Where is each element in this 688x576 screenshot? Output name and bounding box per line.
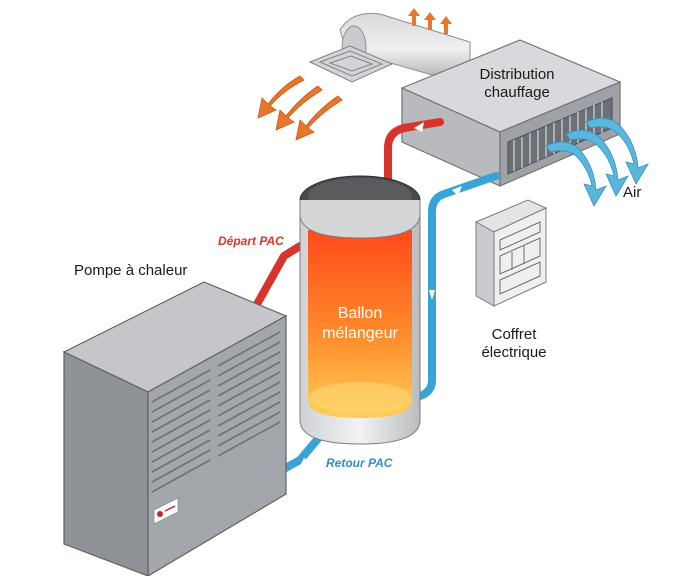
- warm-air-arrow-icon: [257, 75, 343, 141]
- electrical-box: [474, 199, 548, 307]
- electrical-box-label: Coffret électrique: [464, 326, 564, 362]
- mixing-tank: [299, 175, 421, 445]
- distribution-unit: [400, 39, 622, 187]
- retour-pac-label: Retour PAC: [326, 456, 393, 470]
- distribution-label-line1: Distribution: [479, 66, 555, 83]
- heat-pump-label: Pompe à chaleur: [74, 262, 188, 279]
- flow-arrow-icon: [414, 122, 424, 132]
- cool-air-arrow-icon: [545, 117, 649, 207]
- tank-label-line1: Ballon: [337, 305, 383, 322]
- air-label: Air: [623, 184, 642, 201]
- tank-label-line2: mélangeur: [322, 325, 398, 342]
- logo-badge-icon: [153, 497, 179, 525]
- ceiling-diffuser-icon: [308, 45, 394, 83]
- flow-arrow-icon-return: [300, 186, 462, 466]
- distribution-label-line2: chauffage: [484, 84, 550, 101]
- distribution-label: Distribution chauffage: [452, 66, 582, 102]
- electrical-box-label-line2: électrique: [481, 344, 547, 361]
- warm-air-arrow-small: [408, 8, 452, 34]
- tank-label: Ballon mélangeur: [300, 304, 420, 344]
- depart-pac-label: Départ PAC: [218, 234, 284, 248]
- electrical-box-label-line1: Coffret: [491, 326, 537, 343]
- heat-pump-unit: [62, 281, 288, 576]
